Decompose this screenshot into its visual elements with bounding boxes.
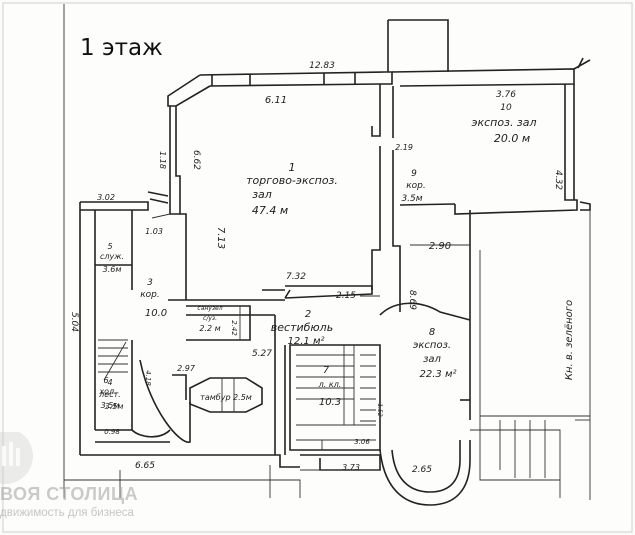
svg-text:кор.: кор.	[406, 181, 426, 191]
svg-text:3.5м: 3.5м	[105, 402, 124, 411]
dim-label: 6.11	[265, 95, 287, 106]
dim-label: 7.32	[286, 272, 306, 282]
room-1-label: 1 торгово-экспоз. зал 47.4 м	[246, 161, 338, 217]
dim-label: 8.69	[407, 290, 417, 310]
svg-text:санузел: санузел	[197, 305, 222, 312]
dim-label: 3.73	[342, 463, 360, 472]
svg-text:4: 4	[107, 378, 112, 387]
svg-text:служ.: служ.	[100, 252, 124, 261]
svg-text:зал: зал	[423, 354, 441, 365]
svg-text:10.0: 10.0	[145, 308, 167, 319]
dim-label: 3.02	[97, 193, 115, 202]
svg-text:12.1 м²: 12.1 м²	[288, 336, 325, 347]
svg-text:экспоз. зал: экспоз. зал	[471, 116, 536, 129]
dim-label: 5.27	[252, 349, 272, 359]
dim-label: 2.19	[395, 143, 413, 152]
svg-text:2.2 м: 2.2 м	[199, 324, 220, 333]
watermark-logo-icon	[0, 432, 33, 484]
street-label: Кн. в. зелёного	[564, 300, 575, 380]
room-12-label: санузел с/уз. 2.2 м	[197, 305, 222, 333]
dim-label: 5.04	[69, 312, 79, 332]
svg-text:1: 1	[289, 161, 296, 174]
room-7-label: 7 л. кл. 10.3	[318, 365, 342, 408]
svg-text:8: 8	[429, 327, 435, 338]
svg-text:22.3 м²: 22.3 м²	[420, 369, 457, 380]
dim-label: 1.03	[145, 227, 163, 236]
dim-label: 2.90	[429, 241, 451, 252]
room-2-label: 2 вестибюль 12.1 м²	[271, 309, 333, 347]
watermark-tagline: движимость для бизнеса	[0, 507, 134, 519]
svg-text:3: 3	[147, 278, 153, 288]
dim-label: 6.62	[191, 150, 201, 170]
svg-text:6: 6	[103, 376, 108, 385]
dim-label: 2.15	[336, 291, 356, 301]
svg-text:торгово-экспоз.: торгово-экспоз.	[246, 174, 338, 187]
dim-label: 2.42	[230, 320, 238, 336]
room-8-label: 8 экспоз. зал 22.3 м²	[413, 327, 457, 380]
svg-text:лест.: лест.	[98, 390, 121, 399]
svg-text:3.6м: 3.6м	[103, 265, 122, 274]
room-10-label: 3.76 10 экспоз. зал 20.0 м	[471, 90, 536, 145]
svg-text:7: 7	[323, 365, 330, 376]
svg-text:20.0 м: 20.0 м	[494, 132, 530, 145]
dim-label: 3.06	[354, 438, 370, 446]
floor-title: 1 этаж	[80, 35, 163, 61]
dim-label: 2.65	[412, 465, 432, 475]
dim-label: 6.65	[135, 461, 155, 471]
svg-text:хол.: хол.	[98, 387, 116, 396]
dim-label: 4.18	[144, 370, 152, 386]
room-9-label: 9 кор. 3.5м	[401, 169, 425, 204]
svg-text:тамбур 2.5м: тамбур 2.5м	[200, 393, 252, 402]
room-labels: 1 торгово-экспоз. зал 47.4 м 2 вестибюль…	[98, 90, 536, 411]
svg-text:с/уз.: с/уз.	[203, 315, 217, 322]
dim-label: 1.52	[376, 403, 383, 417]
svg-text:9: 9	[411, 169, 417, 179]
svg-text:10: 10	[500, 103, 512, 113]
dimension-lines	[151, 213, 590, 421]
svg-text:л. кл.: л. кл.	[318, 380, 342, 389]
room-3-label: 3 кор. 10.0	[140, 278, 167, 319]
svg-text:кор.: кор.	[140, 290, 160, 300]
dim-label: 0.98	[104, 428, 120, 436]
svg-text:вестибюль: вестибюль	[271, 321, 333, 334]
dim-label: 12.83	[309, 61, 335, 71]
dim-label: 1.18	[158, 151, 167, 169]
svg-text:5: 5	[107, 242, 112, 251]
svg-text:3.5м: 3.5м	[101, 401, 120, 410]
room-11-label: тамбур 2.5м	[200, 393, 252, 402]
room-4-label: 4 лест. 3.5м	[98, 378, 123, 411]
svg-text:10.3: 10.3	[319, 397, 341, 408]
svg-text:экспоз.: экспоз.	[413, 340, 451, 351]
dim-label: 7.13	[215, 227, 226, 249]
svg-text:3.76: 3.76	[496, 90, 516, 100]
svg-text:47.4 м: 47.4 м	[252, 204, 288, 217]
svg-text:3.5м: 3.5м	[401, 194, 422, 204]
room-6-label: 6 хол. 3.5м	[98, 376, 119, 410]
watermark-brand: ВОЯ СТОЛИЦА	[0, 484, 139, 504]
outer-walls	[64, 19, 591, 506]
dimension-labels: 12.83 6.11 2.19 4.32 6.62 1.18 3.02 1.03…	[69, 61, 563, 475]
svg-text:зал: зал	[252, 188, 272, 201]
dim-label: 2.97	[177, 364, 196, 373]
dim-label: 4.32	[553, 170, 563, 190]
room-5-label: 5 служ. 3.6м	[100, 242, 124, 274]
svg-text:2: 2	[305, 309, 311, 320]
